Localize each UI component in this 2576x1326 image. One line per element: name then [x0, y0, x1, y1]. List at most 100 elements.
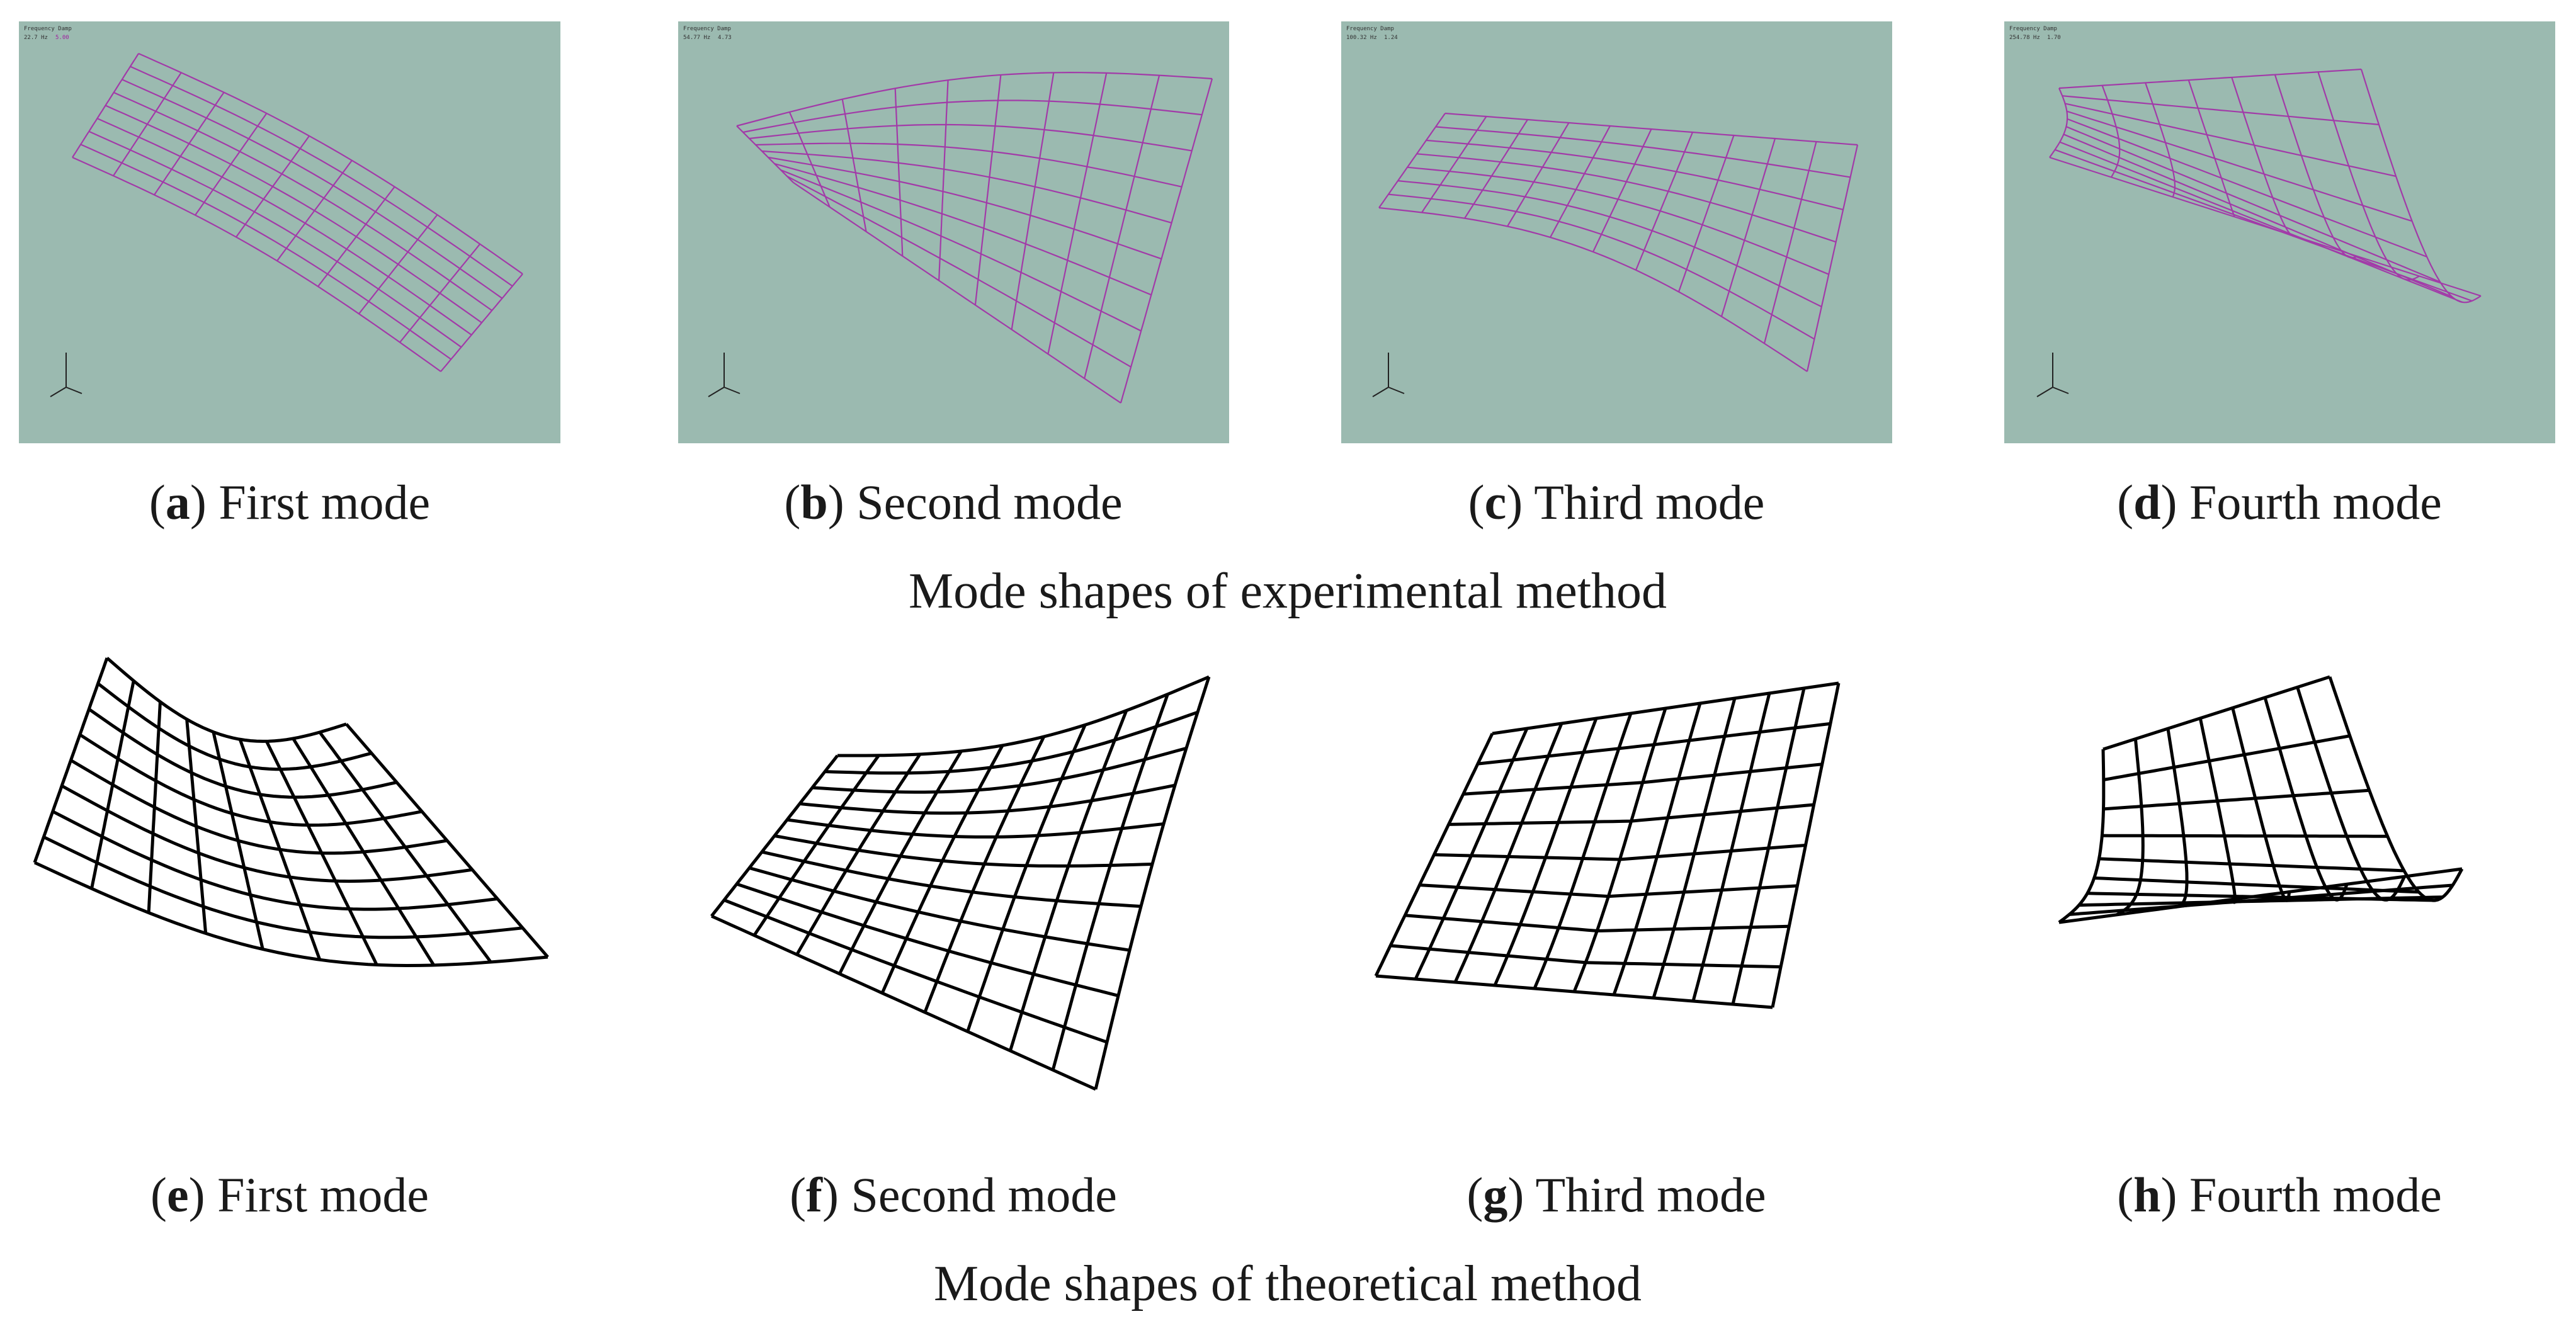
mesh-line — [88, 130, 462, 348]
mesh-line — [761, 850, 1142, 908]
mesh-line — [122, 79, 503, 299]
mesh-line — [786, 176, 1132, 368]
mesh-line — [2099, 857, 2405, 873]
mesh-line — [938, 80, 949, 281]
mesh-line — [788, 111, 831, 208]
mesh-line — [2049, 156, 2482, 297]
mesh-line — [2103, 734, 2351, 781]
mesh-line — [774, 834, 1153, 868]
panel-f-mode-shape-mesh — [710, 675, 1211, 1091]
mesh-line — [1444, 112, 1858, 146]
mesh-line — [2145, 82, 2176, 198]
mesh-line — [113, 91, 492, 312]
mesh-line — [138, 52, 523, 275]
mesh-line — [1120, 78, 1213, 404]
mesh-line — [749, 866, 1130, 952]
mesh-line — [2101, 85, 2121, 178]
panel-c-background — [1341, 21, 1892, 443]
mesh-line — [79, 733, 423, 827]
panel-a-readout-damp: 5.00 — [55, 35, 69, 41]
mesh-line — [2055, 149, 2473, 302]
mesh-line — [2198, 718, 2237, 904]
panel-b-readout-freq: 54.77 Hz — [683, 35, 710, 41]
mesh-line — [742, 99, 1203, 133]
mesh-line — [1378, 113, 1446, 208]
mesh-line — [755, 142, 1182, 188]
caption-c: (c) Third mode — [1468, 475, 1765, 530]
panel-d-axis-triad-icon — [2036, 353, 2069, 397]
caption-f: (f) Second mode — [790, 1167, 1117, 1222]
mesh-line — [974, 74, 1002, 305]
panel-d-mode-shape-mesh — [2049, 68, 2482, 303]
mesh-line — [60, 784, 473, 883]
mesh-line — [1448, 803, 1814, 826]
mesh-line — [780, 169, 1142, 332]
panel-h-mode-shape-mesh — [2058, 675, 2464, 924]
mesh-line — [2317, 71, 2420, 281]
mesh-line — [799, 783, 1176, 815]
mesh-line — [2116, 739, 2145, 917]
panel-a-mode-shape-mesh — [72, 52, 523, 372]
mesh-line — [2360, 69, 2482, 303]
mesh-line — [1492, 681, 1839, 735]
mesh-line — [2065, 103, 2397, 178]
mesh-line — [130, 65, 513, 287]
panel-a-axis-triad-icon — [50, 353, 82, 397]
mesh-line — [2328, 676, 2464, 902]
mesh-line — [1416, 153, 1837, 243]
theoretical-row — [33, 657, 2464, 1091]
panel-c-readout-head: Frequency Damp — [1346, 26, 1394, 32]
panel-b-readout-head: Frequency Damp — [683, 26, 731, 32]
mesh-line — [43, 836, 523, 939]
mesh-line — [1635, 132, 1694, 271]
mesh-line — [105, 105, 482, 324]
mesh-line — [1434, 844, 1806, 861]
mesh-line — [70, 759, 448, 855]
mesh-line — [1419, 883, 1798, 898]
mesh-line — [1390, 944, 1781, 969]
mesh-line — [786, 818, 1164, 839]
mesh-line — [1407, 166, 1829, 275]
mesh-line — [1435, 126, 1851, 178]
mesh-line — [96, 118, 472, 336]
mesh-line — [1720, 138, 1776, 317]
panel-c-axis-triad-icon — [1372, 353, 1405, 397]
mesh-line — [1421, 116, 1487, 213]
caption-h: (h) Fourth mode — [2117, 1167, 2442, 1222]
experimental-row: Frequency Damp 22.7 Hz 5.00 Frequency Da… — [19, 21, 2555, 443]
mesh-line — [1084, 75, 1160, 379]
mesh-line — [736, 882, 1119, 997]
mesh-line — [1477, 722, 1831, 766]
mesh-line — [1047, 72, 1108, 354]
mesh-line — [723, 898, 1108, 1044]
mesh-line — [812, 746, 1187, 794]
mesh-line — [88, 708, 397, 799]
mesh-line — [2058, 749, 2106, 924]
mesh-line — [2062, 95, 2380, 125]
caption-d: (d) Fourth mode — [2117, 475, 2442, 530]
mesh-line — [824, 710, 1198, 775]
panel-a-readout-head: Frequency Damp — [24, 26, 72, 32]
mesh-line — [1375, 974, 1773, 1009]
mesh-line — [749, 123, 1192, 152]
mesh-line — [1677, 135, 1735, 292]
mesh-line — [774, 162, 1152, 296]
mesh-line — [52, 810, 498, 911]
panel-e-mode-shape-mesh — [33, 657, 549, 967]
mesh-line — [1507, 122, 1570, 227]
mesh-line — [2066, 110, 2413, 222]
mesh-line — [2102, 675, 2330, 751]
mesh-line — [2094, 876, 2419, 894]
mesh-line — [837, 675, 1210, 757]
panel-c-mode-shape-mesh — [1378, 112, 1859, 372]
mesh-line — [2231, 707, 2291, 902]
panel-b-background — [678, 21, 1229, 443]
mesh-line — [1388, 193, 1815, 340]
mesh-line — [440, 273, 523, 372]
mesh-line — [2059, 141, 2463, 303]
mesh-line — [1426, 139, 1844, 210]
mesh-line — [1405, 914, 1790, 932]
mesh-line — [2065, 126, 2441, 283]
mesh-line — [33, 861, 548, 967]
